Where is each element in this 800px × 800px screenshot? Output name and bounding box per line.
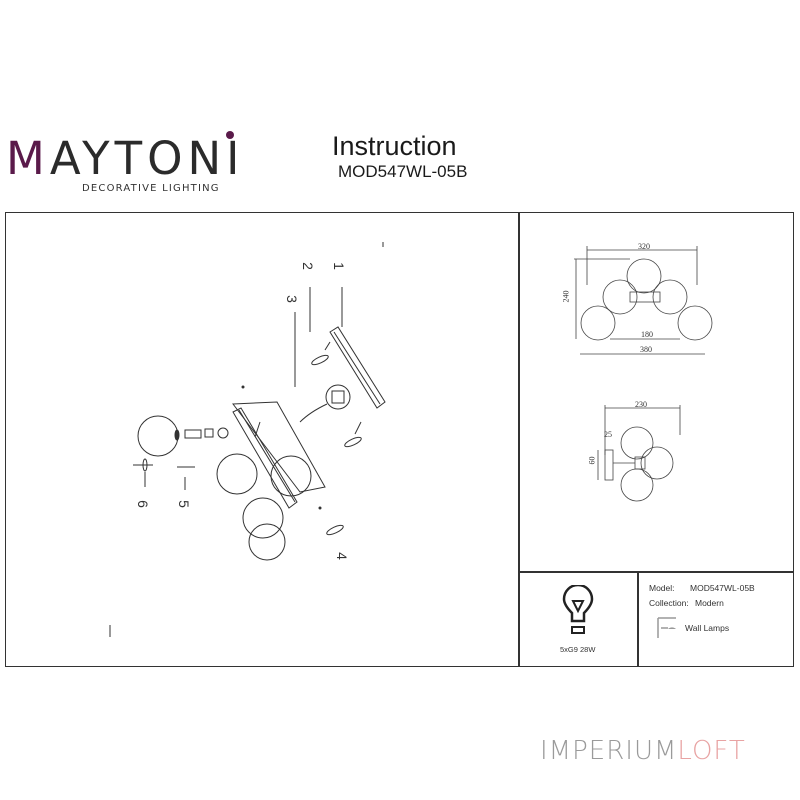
page-title: Instruction [332,131,457,161]
dim-inner-width: 180 [641,330,653,339]
assembly-diagram [109,242,386,637]
bulb-spec: 5xG9 28W [560,645,596,654]
brand-logo-rest: AYTONI [49,132,245,185]
frame-divider-vertical [518,212,520,667]
wall-lamp-icon [657,617,676,638]
dim-top-width: 320 [638,242,650,251]
frame-divider-horizontal [518,571,794,573]
part-label-3: 3 [283,295,300,303]
watermark-loft: LOFT [677,736,746,766]
lamp-type: Wall Lamps [685,623,730,633]
footer-watermark: IMPERIUMLOFT [540,736,746,766]
part-label-6: 6 [134,500,151,508]
brand-logo-m: M [6,132,50,185]
dim-base-depth: 25 [604,430,612,439]
brand-tagline: DECORATIVE LIGHTING [82,183,220,194]
model-title: MOD547WL-05B [338,162,468,181]
lightbulb-icon [562,585,594,634]
dim-height: 240 [561,290,571,303]
dim-total-width: 380 [640,345,652,354]
part-label-5: 5 [175,500,192,508]
drawing-frame [5,212,794,667]
model-label: Model: [649,583,675,593]
dim-depth: 230 [635,400,647,409]
part-label-4: 4 [333,552,350,560]
collection-value: Modern [695,598,724,608]
part-label-1: 1 [330,262,347,270]
dim-base-height: 60 [587,456,597,465]
spec-divider-vertical [637,571,639,667]
watermark-imperium: IMPERIUM [540,736,678,766]
brand-logo-dot [226,131,234,139]
brand-logo: MAYTONI [6,136,244,181]
part-label-2: 2 [299,262,316,270]
collection-label: Collection: [649,598,689,608]
front-view-drawing [574,246,713,355]
side-view-drawing [597,405,681,502]
model-value: MOD547WL-05B [690,583,755,593]
